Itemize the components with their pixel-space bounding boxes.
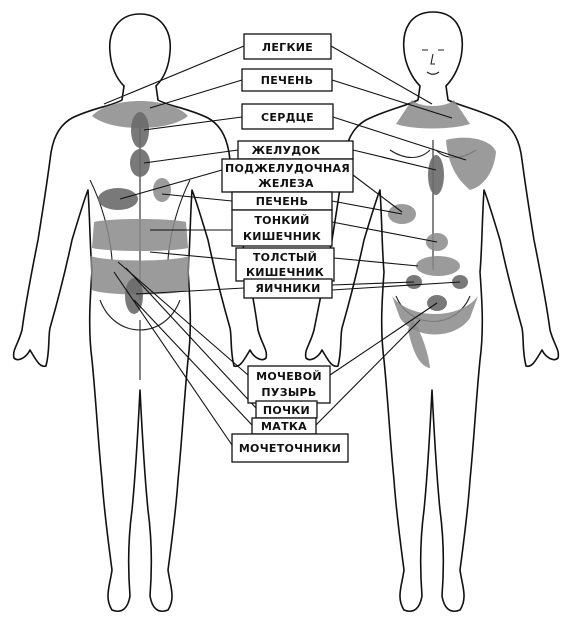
label-liver-mid: ПЕЧЕНЬ bbox=[232, 192, 332, 210]
label-ureters: МОЧЕТОЧНИКИ bbox=[232, 434, 348, 462]
svg-text:КИШЕЧНИК: КИШЕЧНИК bbox=[246, 266, 324, 279]
svg-text:ЛЕГКИЕ: ЛЕГКИЕ bbox=[262, 41, 313, 54]
label-bladder: МОЧЕВОЙ ПУЗЫРЬ bbox=[248, 366, 330, 403]
svg-text:МОЧЕТОЧНИКИ: МОЧЕТОЧНИКИ bbox=[239, 442, 341, 455]
svg-text:ПОЧКИ: ПОЧКИ bbox=[263, 404, 310, 417]
svg-text:ПЕЧЕНЬ: ПЕЧЕНЬ bbox=[256, 195, 309, 208]
back-intestine-zone bbox=[92, 219, 188, 251]
label-pancreas: ПОДЖЕЛУДОЧНАЯ ЖЕЛЕЗА bbox=[222, 159, 353, 192]
label-lungs: ЛЕГКИЕ bbox=[244, 34, 331, 59]
label-small-intestine: ТОНКИЙ КИШЕЧНИК bbox=[232, 210, 332, 246]
label-heart: СЕРДЦЕ bbox=[242, 104, 333, 129]
svg-text:ПОДЖЕЛУДОЧНАЯ: ПОДЖЕЛУДОЧНАЯ bbox=[225, 162, 350, 175]
back-view-figure bbox=[14, 14, 267, 611]
svg-text:ЖЕЛЕЗА: ЖЕЛЕЗА bbox=[258, 177, 314, 190]
label-large-intestine: ТОЛСТЫЙ КИШЕЧНИК bbox=[236, 248, 334, 281]
front-view-figure bbox=[306, 12, 559, 611]
svg-text:ТОЛСТЫЙ: ТОЛСТЫЙ bbox=[253, 251, 317, 264]
label-kidneys: ПОЧКИ bbox=[256, 401, 317, 418]
back-pancreas-zone bbox=[98, 188, 138, 210]
svg-text:МОЧЕВОЙ: МОЧЕВОЙ bbox=[256, 370, 322, 383]
label-stomach: ЖЕЛУДОК bbox=[238, 141, 353, 159]
back-liver-zone bbox=[153, 178, 171, 202]
label-liver-top: ПЕЧЕНЬ bbox=[242, 69, 332, 91]
svg-text:КИШЕЧНИК: КИШЕЧНИК bbox=[243, 230, 321, 243]
svg-text:МАТКА: МАТКА bbox=[261, 420, 307, 433]
svg-text:ПУЗЫРЬ: ПУЗЫРЬ bbox=[261, 386, 316, 399]
svg-text:ЖЕЛУДОК: ЖЕЛУДОК bbox=[252, 144, 321, 157]
front-stomach-zone bbox=[428, 155, 444, 195]
label-uterus: МАТКА bbox=[252, 418, 316, 434]
label-ovaries: ЯИЧНИКИ bbox=[244, 279, 332, 298]
front-large-int-zone bbox=[416, 256, 460, 276]
label-boxes: ЛЕГКИЕ ПЕЧЕНЬ СЕРДЦЕ ЖЕЛУДОК ПОДЖЕЛУДОЧН… bbox=[222, 34, 353, 462]
svg-text:СЕРДЦЕ: СЕРДЦЕ bbox=[261, 111, 314, 124]
svg-text:ЯИЧНИКИ: ЯИЧНИКИ bbox=[255, 282, 320, 295]
svg-text:ТОНКИЙ: ТОНКИЙ bbox=[254, 214, 309, 227]
svg-text:ПЕЧЕНЬ: ПЕЧЕНЬ bbox=[261, 74, 314, 87]
